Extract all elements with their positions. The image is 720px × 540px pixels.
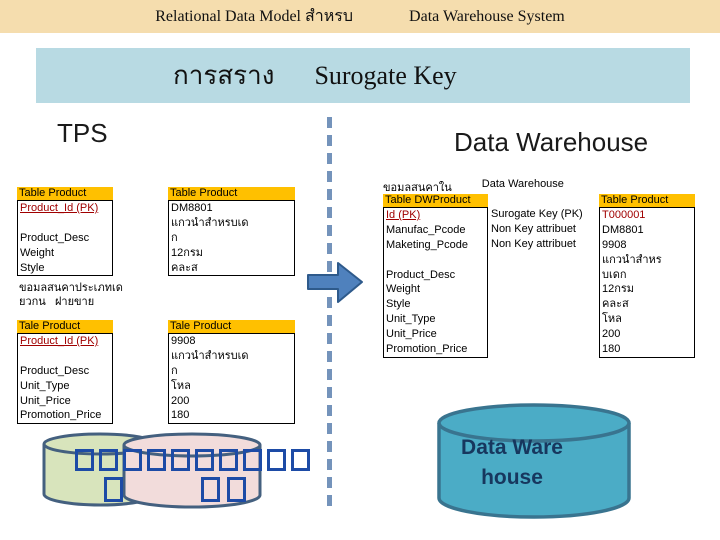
tofu-box [243,449,262,471]
tofu-box [195,449,214,471]
table-header: Table Product [168,187,295,200]
table-header: Table Product [17,187,113,200]
table-row: 200 [602,328,621,341]
table-header: Table DWProduct [383,194,488,207]
tofu-box [104,477,123,502]
table-row: 9908 [602,238,627,251]
table-row [384,253,487,268]
table-row: 180 [602,343,621,356]
table-row: Style [20,261,45,274]
table-row: 180 [171,409,190,422]
table-row: Product_Id (PK) [20,335,99,347]
table-row: โหล [171,379,191,392]
table-row: Manufac_Pcode [386,223,466,236]
table-row: Product_Desc [20,364,90,377]
placeholder-boxes-sub1 [104,477,123,502]
title-thai: การสราง [173,61,275,90]
note-line: ยวกน ฝายขาย [19,295,95,308]
table-row: Unit_Price [20,394,71,407]
table-header: Table Product [599,194,695,207]
table-row: Id (PK) [386,209,421,221]
data-warehouse-cylinder-icon [437,403,631,519]
title-banner: การสราง Surogate Key [36,48,690,103]
table-row: Unit_Price [386,328,437,341]
right-arrow-icon [307,262,363,303]
table-row: 12กรม [171,246,204,259]
table-row: แกวนำสำหรบเด [171,349,249,362]
note-same-product-type: ขอมลสนคาประเภทเดยวกน ฝายขาย [19,282,123,309]
table-row: คละส [602,298,629,311]
top-banner-right-text: Data Warehouse System [409,7,565,25]
table-row: โหล [602,313,622,326]
table-body: 9908 แกวนำสำหรบเดกโหล 200 180 [168,333,295,425]
tofu-box [99,449,118,471]
note-line: ขอมลสนคาประเภทเด [19,282,123,294]
tps-heading: TPS [57,118,108,148]
table-row [18,216,112,231]
annotation-line: Non Key attribuet [491,237,576,250]
table-row: ก [171,364,178,377]
table-row: Weight [20,246,55,259]
table-row: Style [386,298,411,311]
table-row: Promotion_Price [20,409,102,422]
table-row: Unit_Type [20,379,70,392]
tofu-box [267,449,286,471]
dw-note-thai: ขอมลสนคาใน [383,182,452,194]
table-row: Product_Id (PK) [20,202,99,214]
title-english: Surogate Key [314,60,457,90]
dw-note: ขอมลสนคาใน Data Warehouse [383,178,564,196]
tofu-box [227,477,246,502]
top-banner: Relational Data Model สำหรบ Data Warehou… [0,0,720,33]
table-row: 12กรม [602,283,635,296]
table-row: ก [171,231,178,244]
table-row: Product_Desc [386,268,456,281]
table-header: Tale Product [168,320,295,333]
placeholder-boxes-row [75,449,310,471]
table-row [18,349,112,364]
tofu-box [75,449,94,471]
table-tps-tale-data: Tale Product 9908 แกวนำสำหรบเดกโหล 200 180 [168,320,295,425]
table-row: แกวนำสำหร [602,253,662,266]
dw-note-english: Data Warehouse [481,178,564,190]
tofu-box [171,449,190,471]
table-row: Product_Desc [20,231,90,244]
table-row: T000001 [602,209,646,221]
table-row: บเดก [602,268,627,281]
tofu-box [201,477,220,502]
table-row: Weight [386,283,421,296]
table-row: Maketing_Pcode [386,238,468,251]
table-header: Tale Product [17,320,113,333]
placeholder-boxes-sub2 [201,477,246,502]
table-row: 200 [171,394,190,407]
tofu-box [123,449,142,471]
tofu-box [219,449,238,471]
tofu-box [147,449,166,471]
table-row: DM8801 [602,223,644,236]
annotation-line: Non Key attribuet [491,222,576,235]
data-warehouse-cylinder-label: Data Ware house [461,436,563,490]
table-row: 9908 [171,335,196,347]
tofu-box [291,449,310,471]
table-row: Unit_Type [386,313,436,326]
table-row: คละส [171,261,198,274]
data-warehouse-heading: Data Warehouse [454,127,649,157]
table-body: DM8801 แกวนำสำหรบเดก 12กรมคละส [168,200,295,277]
table-row: DM8801 [171,202,213,214]
top-banner-left-text: Relational Data Model สำหรบ [155,8,354,25]
annotation-line: Surogate Key (PK) [491,208,583,220]
table-row: Promotion_Price [386,343,468,356]
dashed-divider [327,117,332,511]
table-row: แกวนำสำหรบเด [171,216,249,229]
